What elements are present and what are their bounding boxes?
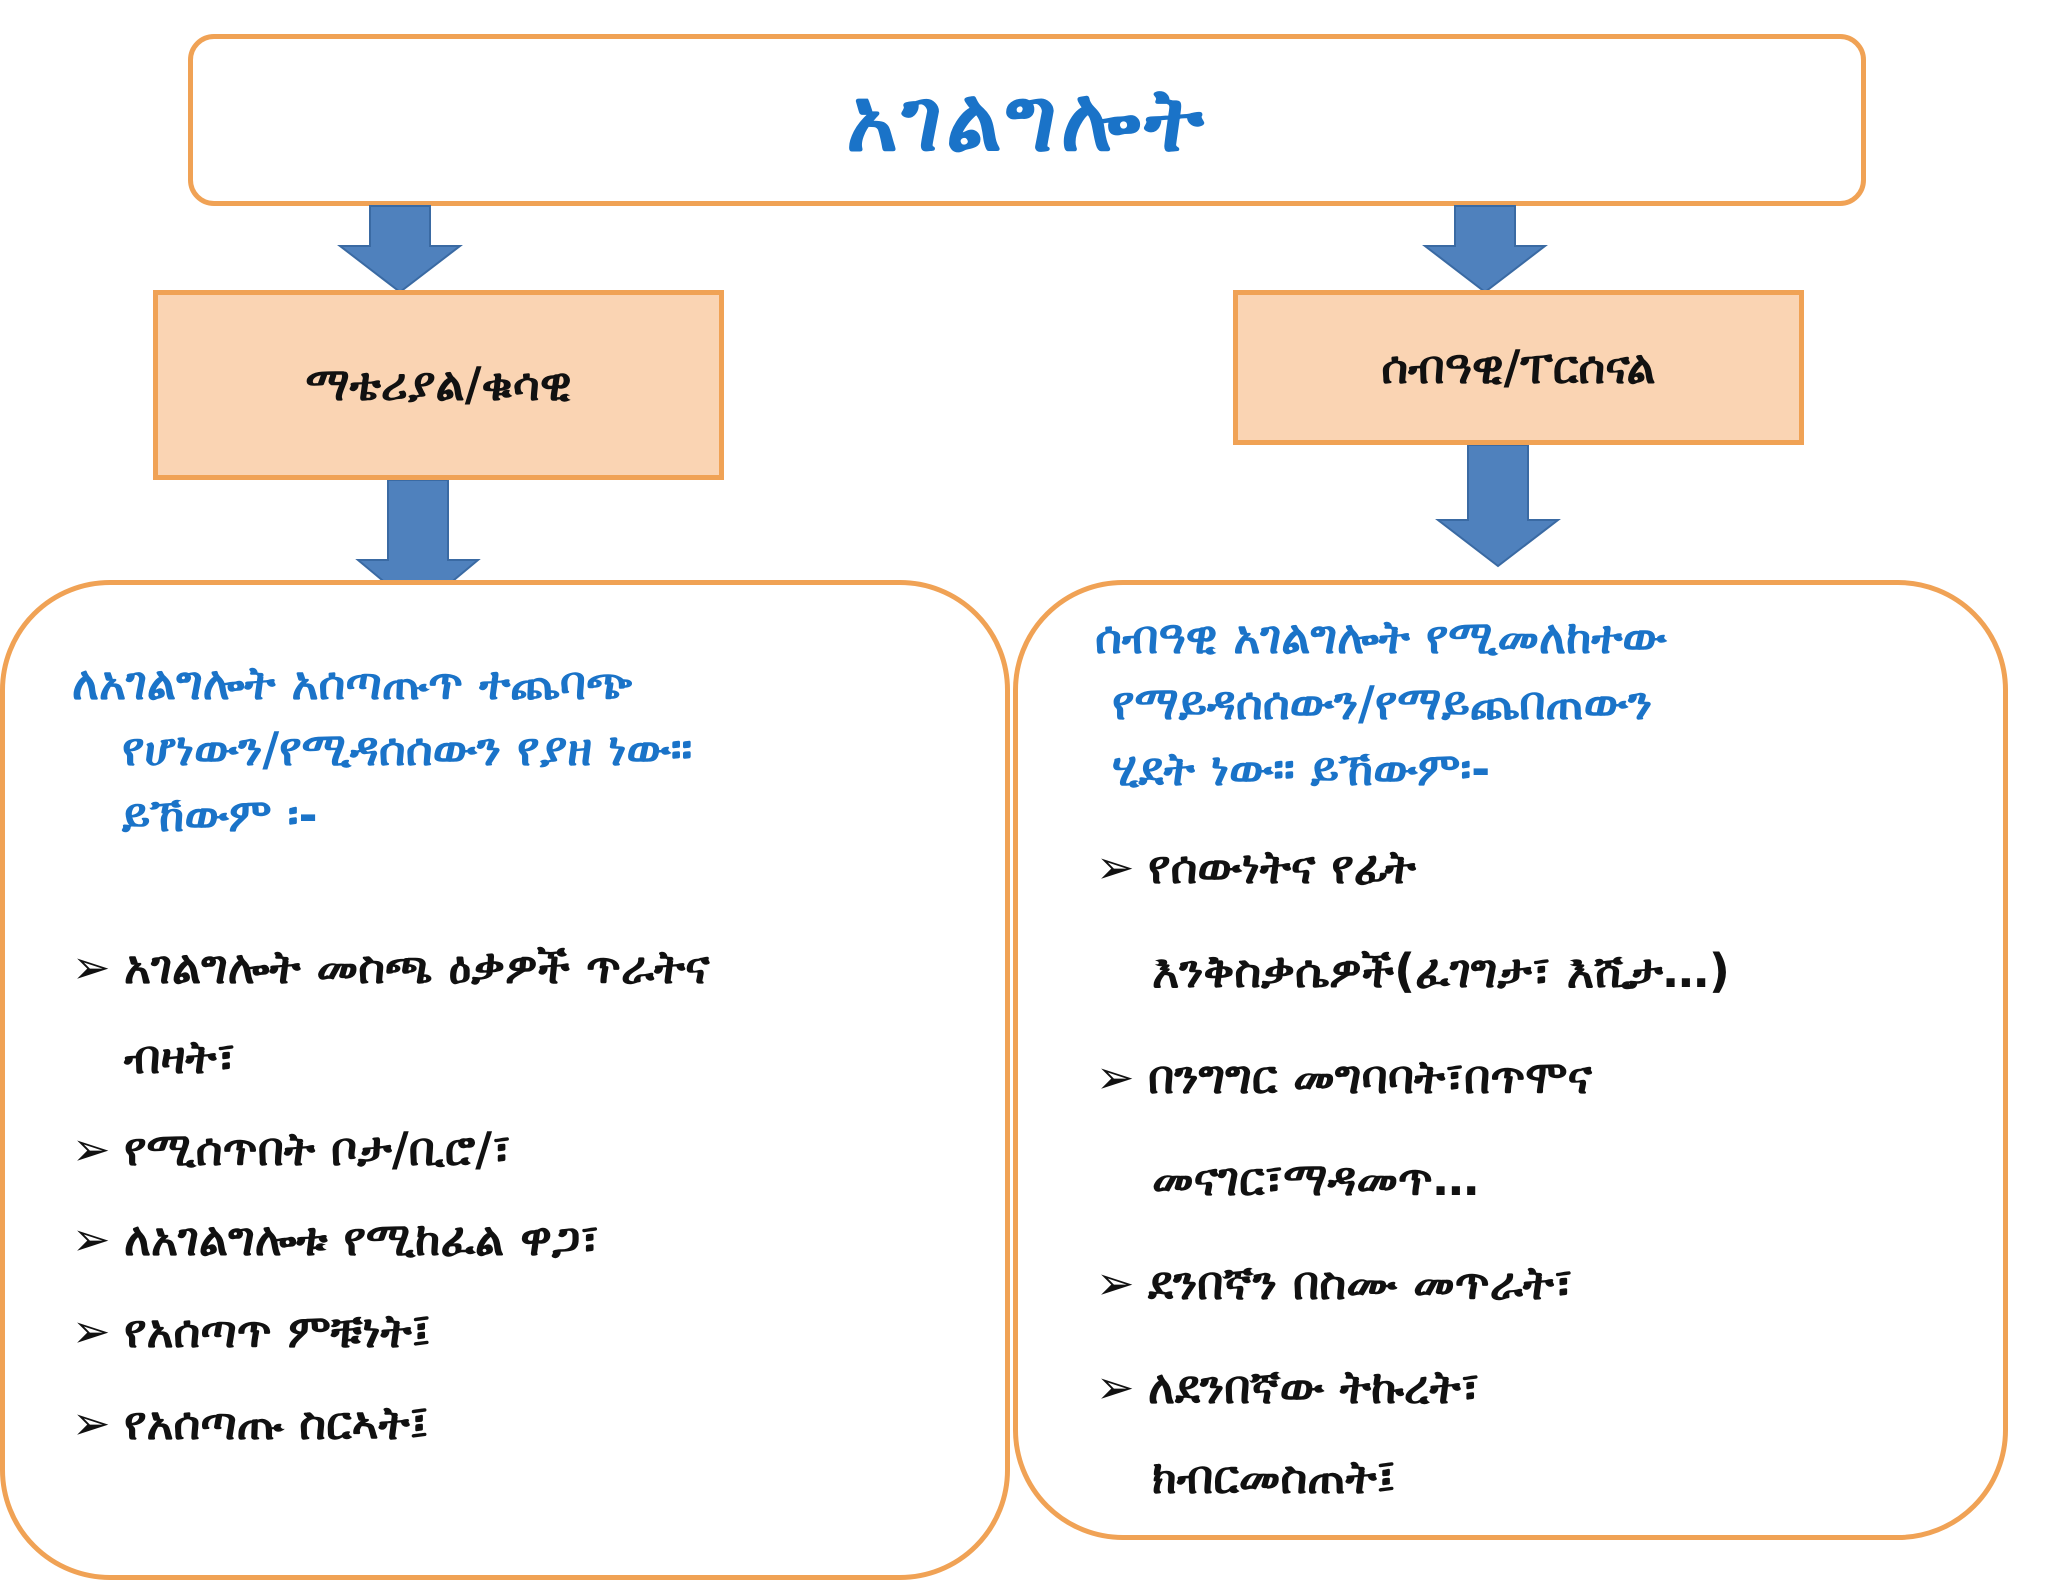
category-material-label: ማቴሪያል/ቁሳዊ xyxy=(305,357,572,411)
personal-intro-line: የማይዳሰሰውን/የማይጨበጠውን xyxy=(1112,676,1653,730)
material-intro-line: የሆነውን/የሚዳሰሰውን የያዘ ነው። xyxy=(122,722,693,776)
personal-bullet-text: ለደንበኛው ትኩረት፣ xyxy=(1148,1360,1480,1414)
arrowhead-bullet-icon: ➢ xyxy=(1096,1050,1135,1104)
material-bullet-text: ለአገልግሎቱ የሚከፈል ዋጋ፣ xyxy=(124,1212,600,1266)
personal-bullet: ➢በንግግር መግባባት፣በጥሞና xyxy=(1096,1050,1592,1106)
category-personal-label: ሰብዓዊ/ፐርሰናል xyxy=(1381,339,1656,394)
personal-bullet: ➢የሰውነትና የፊት xyxy=(1096,840,1416,896)
personal-bullet-text: የሰውነትና የፊት xyxy=(1148,840,1416,894)
material-bullet-text: የአሰጣጥ ምቹነት፤ xyxy=(124,1304,431,1358)
arrowhead-bullet-icon: ➢ xyxy=(1096,1256,1135,1310)
arrowhead-bullet-icon: ➢ xyxy=(72,940,111,994)
down-arrow-icon xyxy=(337,205,463,294)
category-material: ማቴሪያል/ቁሳዊ xyxy=(153,290,724,480)
category-personal: ሰብዓዊ/ፐርሰናል xyxy=(1233,290,1804,445)
material-bullet: ➢ለአገልግሎቱ የሚከፈል ዋጋ፣ xyxy=(72,1212,599,1268)
material-bullet-text: የአሰጣጡ ስርኣት፤ xyxy=(124,1396,429,1450)
material-bullet-text: አገልግሎት መስጫ ዕቃዎች ጥራትና xyxy=(124,940,710,994)
material-bullet-continuation: ብዛት፣ xyxy=(124,1030,236,1084)
material-bullet: ➢የአሰጣጡ ስርኣት፤ xyxy=(72,1396,428,1452)
down-arrow-icon xyxy=(1435,444,1561,568)
material-bullet: ➢አገልግሎት መስጫ ዕቃዎች ጥራትና xyxy=(72,940,710,996)
down-arrow-icon xyxy=(1422,205,1548,294)
personal-bullet-continuation: እንቅስቃሴዎች(ፈገግታ፣ እሺታ…) xyxy=(1152,944,1730,998)
material-bullet: ➢የአሰጣጥ ምቹነት፤ xyxy=(72,1304,431,1360)
arrowhead-bullet-icon: ➢ xyxy=(72,1212,111,1266)
personal-bullet: ➢ለደንበኛው ትኩረት፣ xyxy=(1096,1360,1480,1416)
personal-bullet-text: በንግግር መግባባት፣በጥሞና xyxy=(1148,1050,1592,1104)
personal-bullet-continuation: መናገር፣ማዳመጥ… xyxy=(1152,1152,1479,1206)
arrowhead-bullet-icon: ➢ xyxy=(72,1304,111,1358)
material-intro-line: ይኸውም ፡- xyxy=(122,788,318,842)
arrowhead-bullet-icon: ➢ xyxy=(72,1396,111,1450)
personal-intro-line: ሂደት ነው። ይኸውም፡- xyxy=(1112,742,1491,796)
material-bullet-text: የሚሰጥበት ቦታ/ቢሮ/፣ xyxy=(124,1122,511,1176)
material-panel xyxy=(0,580,1010,1580)
arrowhead-bullet-icon: ➢ xyxy=(72,1122,111,1176)
arrowhead-bullet-icon: ➢ xyxy=(1096,840,1135,894)
arrowhead-bullet-icon: ➢ xyxy=(1096,1360,1135,1414)
personal-bullet-continuation: ክብርመስጠት፤ xyxy=(1152,1450,1396,1504)
title-box: አገልግሎት xyxy=(188,34,1866,206)
diagram-title: አገልግሎት xyxy=(846,67,1208,171)
material-bullet: ➢የሚሰጥበት ቦታ/ቢሮ/፣ xyxy=(72,1122,511,1178)
personal-bullet: ➢ደንበኛን በስሙ መጥራት፣ xyxy=(1096,1256,1573,1312)
personal-bullet-text: ደንበኛን በስሙ መጥራት፣ xyxy=(1148,1256,1573,1310)
connector-arrows xyxy=(337,205,1561,612)
material-intro-line: ለአገልግሎት አሰጣጡጥ ተጨባጭ xyxy=(72,656,633,710)
personal-panel xyxy=(1013,580,2008,1540)
personal-intro-line: ሰብዓዊ አገልግሎት የሚመለከተው xyxy=(1095,610,1667,664)
